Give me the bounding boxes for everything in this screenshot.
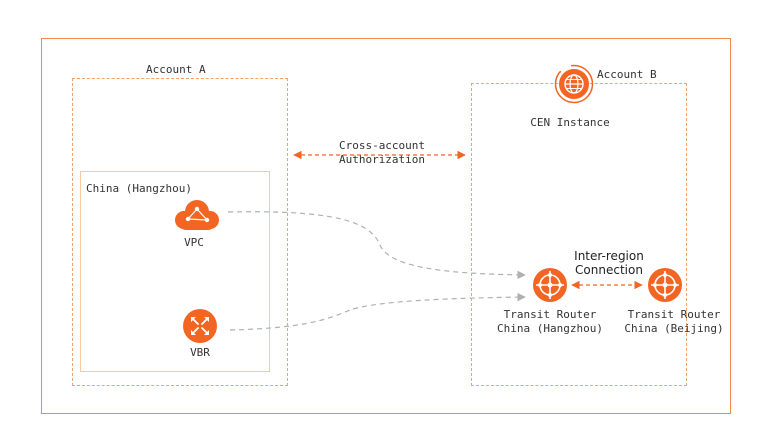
inter-region-line2: Connection xyxy=(575,263,643,277)
tr-beijing-line2: China (Beijing) xyxy=(624,322,724,335)
vbr-connector xyxy=(229,292,526,331)
authorization-line1: Cross-account xyxy=(338,139,426,152)
transit-router-icon xyxy=(648,268,682,302)
account-a-box xyxy=(72,78,288,386)
vpc-label: VPC xyxy=(184,236,204,249)
vpc-connector xyxy=(227,211,526,280)
inter-region-line1: Inter-region xyxy=(574,249,644,263)
diagram-frame xyxy=(41,38,731,414)
globe-icon xyxy=(554,64,594,104)
tr-hangzhou-line1: Transit Router xyxy=(503,308,597,321)
account-b-label: Account B xyxy=(597,68,657,81)
cloud-icon xyxy=(175,200,219,230)
tr-beijing-label: Transit Router China (Beijing) xyxy=(614,308,734,336)
account-a-label: Account A xyxy=(146,63,206,76)
cen-instance-label: CEN Instance xyxy=(530,116,610,129)
vbr-label: VBR xyxy=(190,346,210,359)
region-hangzhou-box xyxy=(80,171,270,372)
transit-router-icon xyxy=(533,268,567,302)
region-hangzhou-label: China (Hangzhou) xyxy=(86,182,192,195)
inter-region-label: Inter-region Connection xyxy=(563,249,655,277)
tr-hangzhou-line2: China (Hangzhou) xyxy=(497,322,603,335)
tr-beijing-line1: Transit Router xyxy=(627,308,721,321)
router-icon xyxy=(183,309,217,343)
tr-hangzhou-label: Transit Router China (Hangzhou) xyxy=(488,308,612,336)
